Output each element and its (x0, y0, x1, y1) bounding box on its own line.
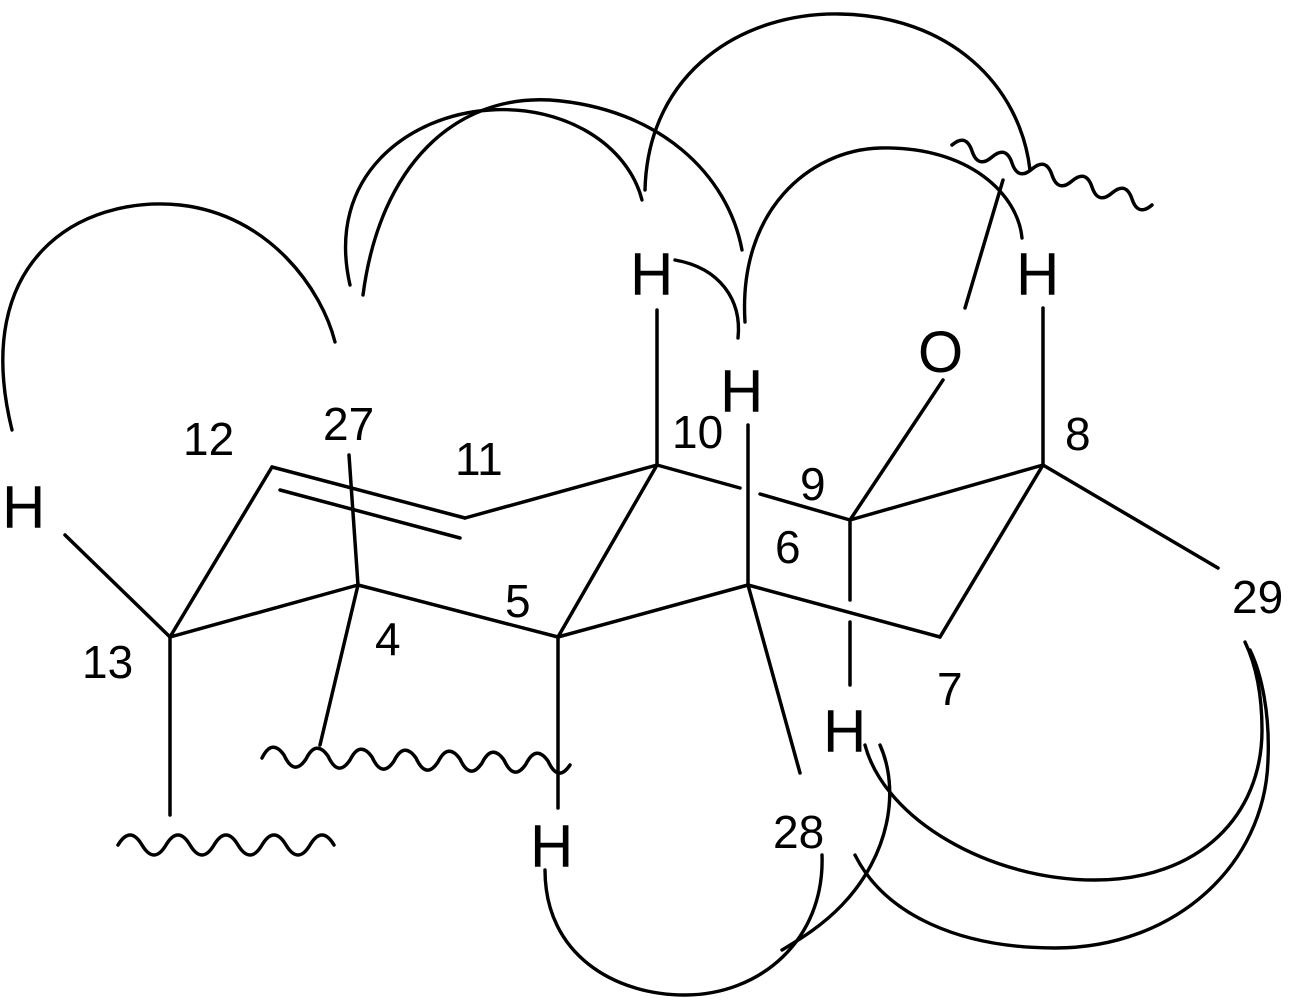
bond-c6-c7 (746, 583, 942, 639)
wavy-bond-middle (260, 745, 572, 775)
bonds (63, 178, 1220, 817)
arc-h10-h8 (643, 12, 1032, 192)
bond-c13-c4 (168, 583, 360, 639)
arc-h5-c28 (543, 853, 824, 997)
oxygen-atom: O (918, 320, 963, 385)
bond-c13-c12 (168, 465, 274, 639)
bond-c9-o (848, 378, 945, 522)
bond-c10-c9-b (758, 492, 852, 522)
label-c4: 4 (375, 613, 401, 665)
bond-c12-c11-double (278, 488, 462, 540)
carbon-labels: 12 27 11 10 9 8 6 5 4 13 7 29 28 (82, 398, 1283, 858)
bond-c8-c29 (1041, 463, 1220, 570)
label-c13: 13 (82, 636, 133, 688)
bond-c4-down (318, 583, 360, 747)
label-c8: 8 (1065, 408, 1091, 460)
wavy-bond-bottom-left (116, 833, 336, 857)
label-c7: 7 (937, 663, 963, 715)
hydrogen-c10: H (630, 241, 673, 308)
label-c29: 29 (1232, 571, 1283, 623)
bond-c9-c8 (848, 463, 1045, 522)
hydrogen-c6: H (720, 358, 763, 425)
arc-hleft-c27 (1, 202, 337, 432)
bond-h-c13 (63, 533, 172, 639)
label-c6: 6 (775, 521, 801, 573)
wavy-bond-top-right (950, 138, 1154, 212)
hydrogen-c8: H (1016, 241, 1059, 308)
bond-c10-c9-a (655, 463, 742, 490)
atom-labels: H H H H H H O (2, 241, 1059, 880)
noe-arcs (1, 12, 1271, 997)
label-c28: 28 (773, 806, 824, 858)
label-c12: 12 (183, 413, 234, 465)
bond-c6-c28 (746, 583, 802, 775)
arc-h9-c29 (863, 640, 1264, 882)
bond-c7-c8 (938, 463, 1045, 639)
bond-c4-c5 (356, 583, 560, 639)
label-c27: 27 (323, 398, 374, 450)
bond-o-up (963, 178, 1005, 310)
hydrogen-left: H (2, 474, 45, 541)
arc-c28-c29 (853, 648, 1271, 950)
label-c11: 11 (455, 433, 503, 485)
arc-h9-h5 (780, 743, 892, 952)
bond-c12-c11 (270, 465, 467, 520)
bond-c10-c5 (556, 463, 659, 639)
arc-h6-h8 (742, 146, 1024, 324)
bond-c4-c27 (347, 453, 360, 587)
arc-h10-h6 (673, 258, 741, 340)
bond-c5-c6 (556, 583, 750, 639)
label-c9: 9 (800, 458, 826, 510)
arc-c27-h6 (361, 98, 744, 297)
wavy-bonds (116, 138, 1154, 857)
label-c10: 10 (672, 406, 723, 458)
hydrogen-c9: H (823, 698, 866, 765)
bond-c11-c10 (463, 463, 659, 520)
hydrogen-c5: H (530, 813, 573, 880)
label-c5: 5 (505, 575, 531, 627)
